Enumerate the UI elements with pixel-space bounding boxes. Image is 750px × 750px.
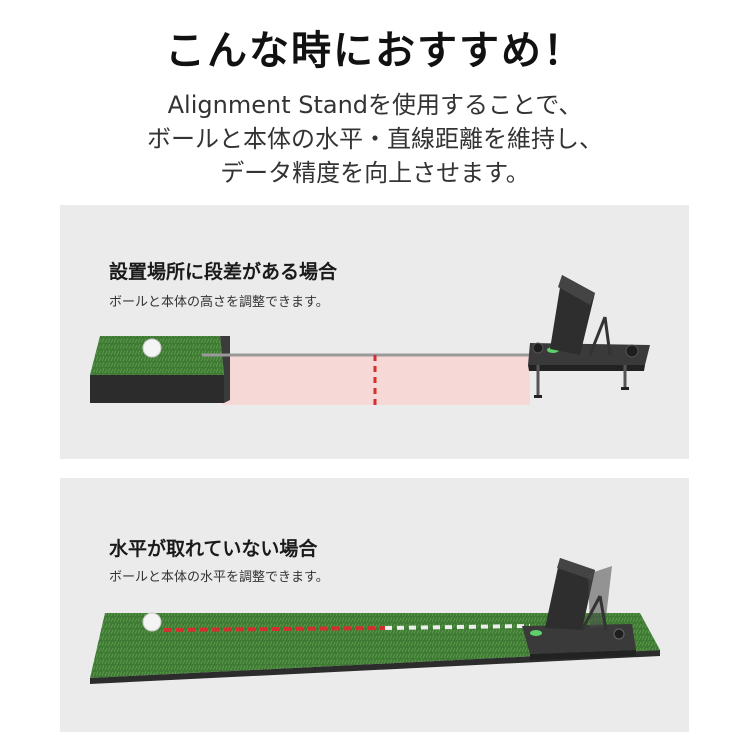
raised-mat-front xyxy=(90,375,224,403)
alignment-stand-device xyxy=(522,558,636,660)
case-description: ボールと本体の高さを調整できます。 xyxy=(109,295,329,310)
case-title: 設置場所に段差がある場合 xyxy=(109,261,338,283)
intro-line-2: ボールと本体の水平・直線距離を維持し、 xyxy=(147,125,603,153)
intro-text: Alignment Standを使用することで、 ボールと本体の水平・直線距離を… xyxy=(0,88,750,190)
page-headline: こんな時におすすめ！ xyxy=(165,28,585,74)
turf-mat-top xyxy=(90,613,660,678)
golf-ball xyxy=(142,338,162,358)
level-illustration xyxy=(90,558,660,684)
intro-line-3: データ精度を向上させます。 xyxy=(220,159,530,187)
case-description: ボールと本体の水平を調整できます。 xyxy=(109,570,329,585)
tilt-guide-line xyxy=(163,626,386,632)
case-panel-level: 水平が取れていない場合 ボールと本体の水平を調整できます。 xyxy=(60,478,689,732)
case-panel-height: 設置場所に段差がある場合 ボールと本体の高さを調整できます。 xyxy=(60,205,689,459)
golf-ball xyxy=(142,612,162,632)
level-guide-line xyxy=(384,624,531,630)
turf-mat-edge xyxy=(90,650,660,684)
raised-mat-side xyxy=(220,336,230,403)
intro-line-1: Alignment Standを使用することで、 xyxy=(167,91,583,119)
case-title: 水平が取れていない場合 xyxy=(109,538,318,560)
height-illustration xyxy=(90,275,650,405)
alignment-stand-device xyxy=(528,275,650,398)
